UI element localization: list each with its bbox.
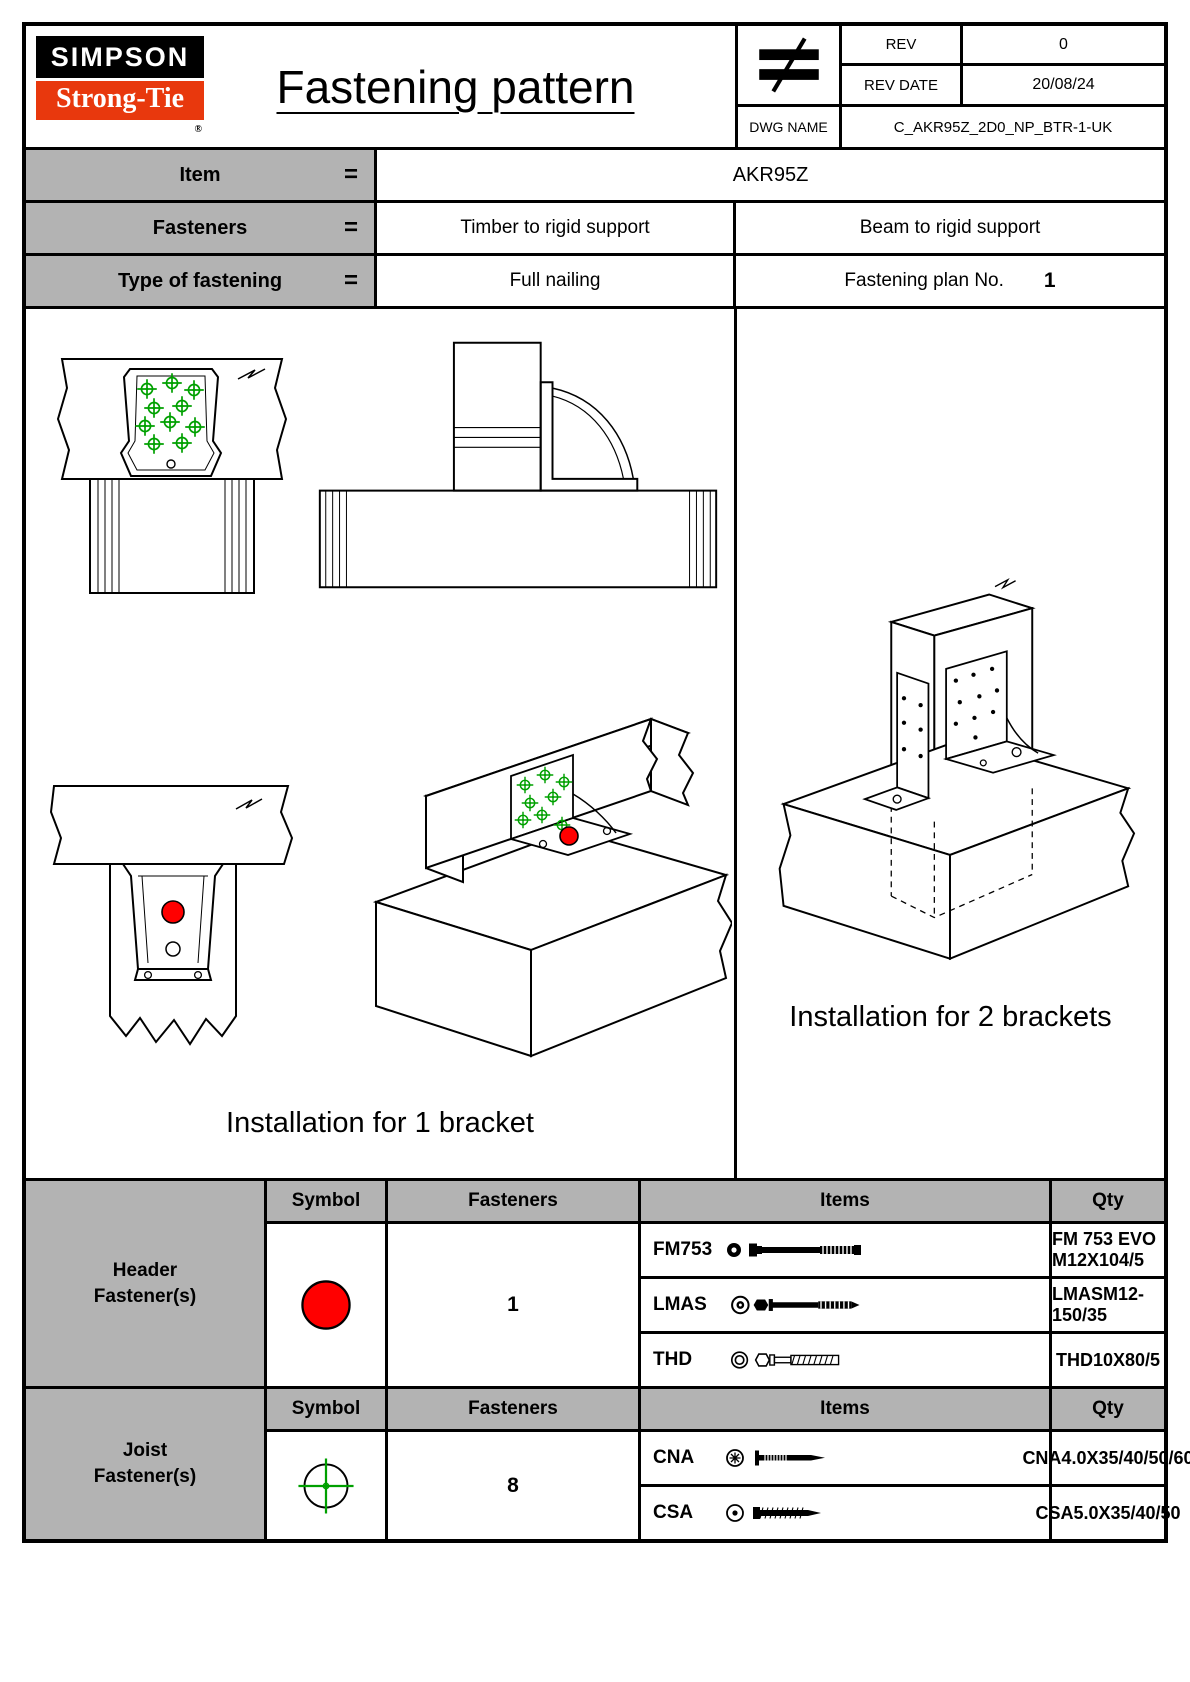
csa-screw-icon: [726, 1504, 821, 1522]
fasteners-header: Fasteners: [388, 1389, 638, 1429]
rev-label: REV: [842, 26, 960, 63]
iso-one-bracket-drawing: [372, 717, 732, 1058]
dwg-name-value: C_AKR95Z_2D0_NP_BTR-1-UK: [842, 107, 1164, 147]
plan-label: Fastening plan No.: [844, 270, 1004, 291]
fastener-item: LMASM12-150/35: [1052, 1279, 1164, 1331]
group-label-joist: Joist Fastener(s): [26, 1389, 264, 1539]
group-label-line1: Header: [112, 1259, 178, 1281]
header-fastener-table: Header Fastener(s) Symbol Fasteners Item…: [26, 1181, 1164, 1386]
joist-qty-value: 8: [388, 1432, 638, 1539]
header-qty-value: 1: [388, 1224, 638, 1386]
type-value: Full nailing: [377, 256, 733, 306]
iso-two-brackets-drawing: [778, 577, 1136, 961]
lmas-anchor-icon: [731, 1295, 860, 1315]
qty-header: Qty: [1052, 1389, 1164, 1429]
fastener-row: CSA: [641, 1487, 1049, 1539]
fastener-code: CSA: [653, 1502, 694, 1523]
bottom-view-drawing: [49, 785, 294, 1046]
title-area: SIMPSON Strong-Tie ® Fastening pattern: [26, 26, 735, 147]
brand-logo: SIMPSON Strong-Tie ®: [36, 36, 204, 135]
fastener-code: LMAS: [653, 1294, 707, 1315]
rev-date-value: 20/08/24: [963, 66, 1164, 104]
page-title: Fastening pattern: [276, 60, 635, 113]
fasteners-value-timber: Timber to rigid support: [377, 203, 733, 253]
group-label-line2: Fastener(s): [93, 1285, 197, 1307]
pane-divider: [734, 309, 737, 1178]
revision-block: REV 0 REV DATE 20/08/24 DWG NAME C_AKR95…: [738, 26, 1164, 147]
registered-mark: ®: [194, 124, 202, 135]
fastener-row: LMAS: [641, 1279, 1049, 1331]
fasteners-label-text: Fasteners: [152, 216, 248, 239]
symbol-header: Symbol: [267, 1181, 385, 1221]
group-label-header: Header Fastener(s): [26, 1181, 264, 1386]
joist-symbol-cell: [267, 1432, 385, 1539]
fastener-code: CNA: [653, 1447, 695, 1468]
item-row-label: Item =: [26, 150, 374, 200]
fastener-item: CNA4.0X35/40/50/60: [1022, 1432, 1190, 1484]
caption-one-bracket: Installation for 1 bracket: [226, 1107, 534, 1139]
type-row-label: Type of fastening =: [26, 256, 374, 306]
equals-sign: =: [343, 267, 358, 294]
logo-simpson: SIMPSON: [36, 36, 204, 78]
cna-nail-icon: [726, 1449, 825, 1467]
fastener-item: FM 753 EVO M12X104/5: [1052, 1224, 1164, 1276]
fastener-code: THD: [653, 1349, 693, 1370]
equals-sign: =: [343, 161, 358, 188]
group-label-line2: Fastener(s): [93, 1466, 197, 1487]
projection-symbol-icon: [738, 26, 839, 104]
rev-date-label: REV DATE: [842, 66, 960, 104]
plan-value: 1: [1043, 269, 1056, 292]
joist-fastener-table: Joist Fastener(s) Symbol Fasteners Items…: [26, 1389, 1190, 1539]
equals-sign: =: [343, 214, 358, 241]
fastener-row: CNA: [641, 1432, 1049, 1484]
header-symbol-cell: [267, 1224, 385, 1386]
fastener-item: THD10X80/5: [1052, 1334, 1164, 1386]
fastener-row: THD: [641, 1334, 1049, 1386]
item-value: AKR95Z: [377, 150, 1164, 200]
fastener-row: FM753: [641, 1224, 1049, 1276]
joist-symbol-icon: [298, 1457, 354, 1514]
thd-screw-icon: [730, 1351, 840, 1369]
front-view-drawing: [56, 358, 288, 594]
side-view-drawing: [318, 341, 718, 589]
drawing-area: Installation for 1 bracket Installation …: [26, 309, 1164, 1178]
drawing-sheet: SIMPSON Strong-Tie ® Fastening pattern: [22, 22, 1190, 1543]
caption-two-brackets: Installation for 2 brackets: [789, 1001, 1112, 1033]
fastener-code: FM753: [653, 1239, 713, 1260]
items-header: Items: [641, 1181, 1049, 1221]
title-block: SIMPSON Strong-Tie ® Fastening pattern: [26, 26, 1164, 147]
qty-header: Qty: [1052, 1181, 1164, 1221]
fasteners-header: Fasteners: [388, 1181, 638, 1221]
logo-strongtie: Strong-Tie ®: [36, 81, 204, 135]
header-symbol-icon: [301, 1280, 351, 1330]
rev-value: 0: [963, 26, 1164, 63]
item-label-text: Item: [179, 163, 221, 186]
dwg-name-label: DWG NAME: [738, 107, 839, 147]
group-label-line1: Joist: [122, 1440, 168, 1462]
fm753-bolt-icon: [727, 1243, 861, 1257]
logo-strongtie-text: Strong-Tie: [55, 83, 185, 114]
type-label-text: Type of fastening: [117, 269, 283, 292]
bolt-symbol-red: [161, 900, 185, 924]
info-table: Item = AKR95Z Fasteners = Timber to rigi…: [26, 150, 1164, 306]
fasteners-value-beam: Beam to rigid support: [736, 203, 1164, 253]
bolt-symbol-red: [559, 826, 579, 846]
symbol-header: Symbol: [267, 1389, 385, 1429]
fastener-item: CSA5.0X35/40/50: [1035, 1487, 1181, 1539]
fastening-plan-cell: Fastening plan No. 1: [736, 256, 1164, 306]
items-header: Items: [641, 1389, 1049, 1429]
fasteners-row-label: Fasteners =: [26, 203, 374, 253]
